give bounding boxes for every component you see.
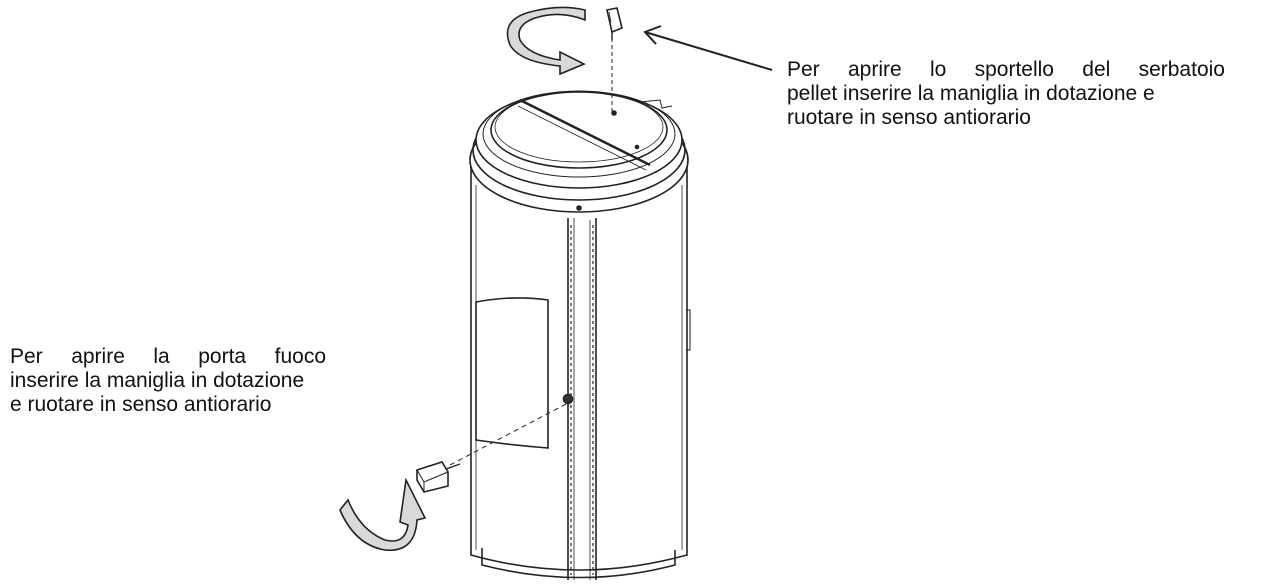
caption-word: sportello [974, 58, 1054, 81]
caption-word: aprire [847, 58, 902, 81]
pellet-stove-illustration [449, 38, 691, 580]
caption-word: Per [787, 58, 820, 81]
tank-door-caption-line1: Per aprire lo sportello del serbatoio [787, 58, 1225, 82]
tank-door-caption-line3: ruotare in senso antiorario [787, 106, 1031, 129]
fire-door-handle-icon [416, 461, 461, 493]
pointer-arrow-icon [643, 25, 773, 71]
tank-door-caption-line2: pellet inserire la maniglia in dotazione… [787, 82, 1155, 105]
fire-door-caption-line3: e ruotare in senso antiorario [10, 393, 272, 416]
counterclockwise-arrow-bottom-icon [339, 477, 427, 551]
tank-door-caption: Per aprire lo sportello del serbatoio pe… [787, 58, 1227, 130]
caption-word: la [153, 345, 170, 368]
fire-door-caption: Per aprire la porta fuoco inserire la ma… [10, 345, 370, 417]
caption-word: porta [198, 345, 247, 368]
caption-word: Per [10, 345, 43, 368]
fire-door-caption-line2: inserire la maniglia in dotazione [10, 369, 305, 392]
caption-word: fuoco [274, 345, 326, 368]
caption-word: lo [929, 58, 947, 81]
caption-word: serbatoio [1138, 58, 1225, 81]
caption-word: aprire [71, 345, 125, 368]
tank-handle-icon [606, 7, 623, 40]
fire-door-caption-line1: Per aprire la porta fuoco [10, 345, 326, 369]
caption-word: del [1082, 58, 1111, 81]
counterclockwise-arrow-top-icon [506, 6, 586, 76]
